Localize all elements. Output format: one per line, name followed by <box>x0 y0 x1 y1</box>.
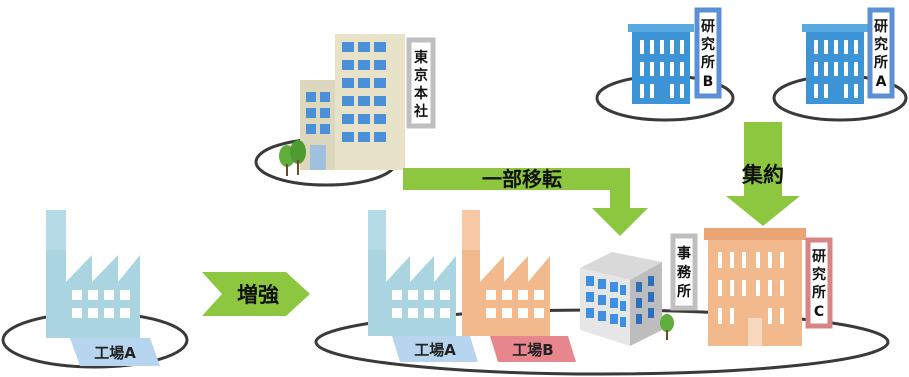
factory-a-left-label: 工場A <box>70 338 160 366</box>
lab-c-label: 研 究 所 C <box>805 237 833 329</box>
lab-c-label-char-1: 究 <box>812 266 826 283</box>
office-label-char-0: 事 <box>677 245 691 262</box>
headquarters-label: 東 京 本 社 <box>406 37 436 129</box>
lab-b-label-char-0: 研 <box>701 19 715 35</box>
reinforce-arrow: 増強 <box>202 272 310 316</box>
lab-a-label-char-1: 究 <box>874 36 888 53</box>
hq-label-char-1: 京 <box>414 67 428 84</box>
hq-label-char-0: 東 <box>414 49 428 66</box>
lab-b-label-char-1: 究 <box>701 36 715 53</box>
lab-b-label-char-2: 所 <box>701 54 715 71</box>
factory-a-left-text: 工場A <box>94 344 136 362</box>
lab-c-label-char-3: C <box>814 304 824 320</box>
lab-c-label-char-2: 所 <box>812 284 826 301</box>
partial-transfer-label: 一部移転 <box>482 167 562 191</box>
factory-a-right-text: 工場A <box>414 341 456 359</box>
lab-a-label: 研 究 所 A <box>867 7 895 99</box>
consolidate-arrow: 集約 <box>726 122 800 226</box>
lab-b-label-char-3: B <box>703 74 714 90</box>
lab-a-label-char-0: 研 <box>874 19 888 35</box>
headquarters-building <box>279 34 405 176</box>
lab-c-building <box>704 228 806 346</box>
office-label: 事 務 所 <box>670 233 698 311</box>
lab-a-label-char-2: 所 <box>874 54 888 71</box>
consolidate-label: 集約 <box>741 163 784 187</box>
office-building <box>580 252 674 346</box>
office-label-char-1: 務 <box>677 264 692 281</box>
factory-b-label: 工場B <box>490 336 576 362</box>
lab-a-building <box>802 24 868 104</box>
factory-a-left <box>46 210 140 338</box>
lab-a-label-char-3: A <box>876 74 887 90</box>
lab-c-label-char-0: 研 <box>812 249 826 265</box>
factory-a-right <box>368 210 456 336</box>
factory-a-right-label: 工場A <box>392 336 478 362</box>
factory-b <box>462 210 550 336</box>
partial-transfer-arrow: 一部移転 <box>403 167 648 236</box>
factory-b-text: 工場B <box>512 341 553 359</box>
hq-label-char-3: 社 <box>413 103 428 120</box>
hq-label-char-2: 本 <box>414 85 429 102</box>
lab-b-label: 研 究 所 B <box>694 7 722 99</box>
lab-b-building <box>628 24 694 104</box>
office-label-char-2: 所 <box>677 283 691 300</box>
reinforce-label: 増強 <box>237 283 279 307</box>
